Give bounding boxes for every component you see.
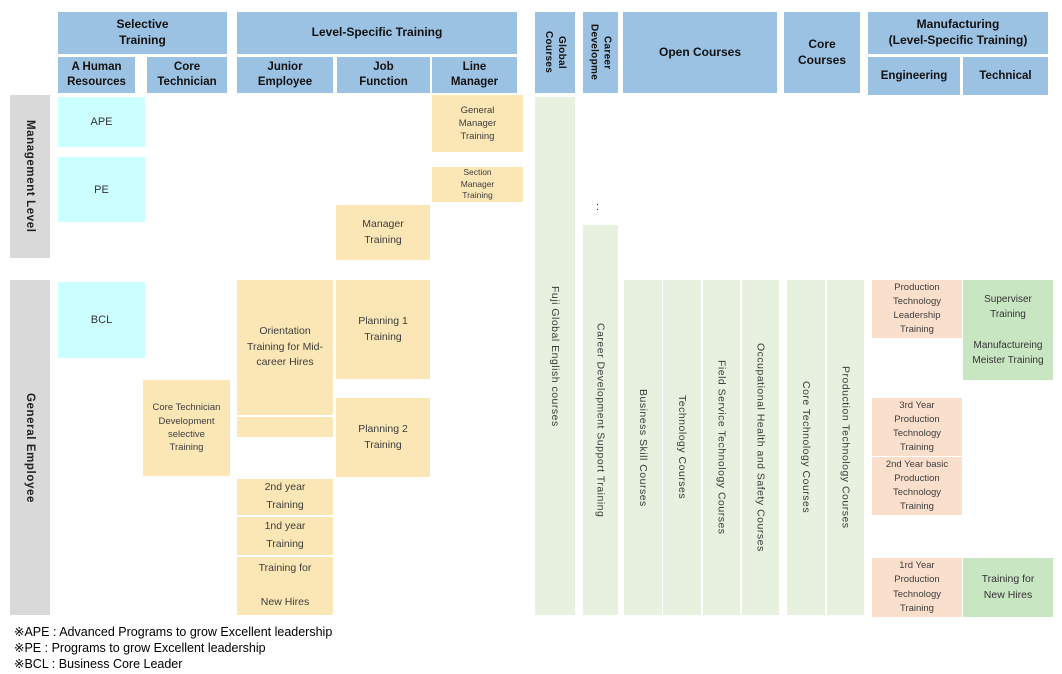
cell-first-year-production: 1rd Year Production Technology Training: [872, 558, 962, 617]
header-job-function: Job Function: [337, 57, 430, 93]
header-core-technician: Core Technician: [147, 57, 227, 93]
footnote-bcl: ※BCL : Business Core Leader: [14, 657, 183, 671]
meister-training-label: Manufactureing Meister Training: [972, 340, 1044, 366]
column-field-service: Field Service Technology Courses: [703, 280, 740, 615]
row-label-management-level: Management Level: [10, 95, 50, 258]
career-support-colon: :: [596, 201, 600, 213]
header-a-human-resources: A Human Resources: [58, 57, 135, 93]
cell-third-year-production: 3rd Year Production Technology Training: [872, 398, 962, 456]
cell-superviser-meister: Superviser Training Manufactureing Meist…: [963, 280, 1053, 380]
cell-planning1-training: Planning 1 Training: [336, 280, 430, 379]
column-core-technology: Core Technology Courses: [787, 280, 825, 615]
cell-second-year-basic-production: 2nd Year basic Production Technology Tra…: [872, 457, 962, 515]
cell-first-year-training: 1nd year Training: [237, 517, 333, 555]
header-career-development: Career Developme: [583, 12, 618, 93]
column-technology: Technology Courses: [663, 280, 701, 615]
cell-core-technician-dev-training: Core Technician Development selective Tr…: [143, 380, 230, 476]
header-core-courses: Core Courses: [784, 12, 860, 93]
column-career-support: Career Development Support Training: [583, 225, 618, 615]
header-open-courses: Open Courses: [623, 12, 777, 93]
cell-pe: PE: [58, 157, 145, 222]
superviser-training-label: Superviser Training: [984, 294, 1032, 320]
header-global-courses: Global Courses: [535, 12, 575, 93]
training-new-hires-top-label: Training for: [258, 562, 312, 574]
column-business-skill: Business Skill Courses: [624, 280, 662, 615]
header-selective-training: Selective Training: [58, 12, 227, 54]
cell-manager-training: Manager Training: [336, 205, 430, 260]
cell-planning2-training: Planning 2 Training: [336, 398, 430, 477]
header-level-specific-training: Level-Specific Training: [237, 12, 517, 54]
cell-bcl: BCL: [58, 282, 145, 358]
header-junior-employee: Junior Employee: [237, 57, 333, 93]
column-occupational-safety: Occupational Health and Safety Courses: [742, 280, 779, 615]
column-production-technology: Production Technology Courses: [827, 280, 864, 615]
cell-technical-training-new-hires: Training for New Hires: [963, 558, 1053, 617]
footnote-ape: ※APE : Advanced Programs to grow Excelle…: [14, 625, 333, 639]
cell-second-year-training: 2nd year Training: [237, 479, 333, 515]
cell-orientation-training-strip: [237, 417, 333, 437]
cell-section-manager-training: Section Manager Training: [432, 167, 523, 202]
header-technical: Technical: [963, 57, 1048, 95]
column-fuji-global-english: Fuji Global English courses: [535, 97, 575, 615]
cell-orientation-training: Orientation Training for Mid- career Hir…: [237, 280, 333, 415]
row-label-general-employee: General Employee: [10, 280, 50, 615]
header-engineering: Engineering: [868, 57, 960, 95]
training-new-hires-bottom-label: New Hires: [260, 596, 310, 609]
cell-general-manager-training: General Manager Training: [432, 95, 523, 152]
cell-production-technology-leadership: Production Technology Leadership Trainin…: [872, 280, 962, 338]
header-line-manager: Line Manager: [432, 57, 517, 93]
cell-ape: APE: [58, 97, 145, 147]
cell-training-new-hires: Training for New Hires: [237, 557, 333, 615]
footnote-pe: ※PE : Programs to grow Excellent leaders…: [14, 641, 266, 655]
header-manufacturing: Manufacturing (Level-Specific Training): [868, 12, 1048, 54]
